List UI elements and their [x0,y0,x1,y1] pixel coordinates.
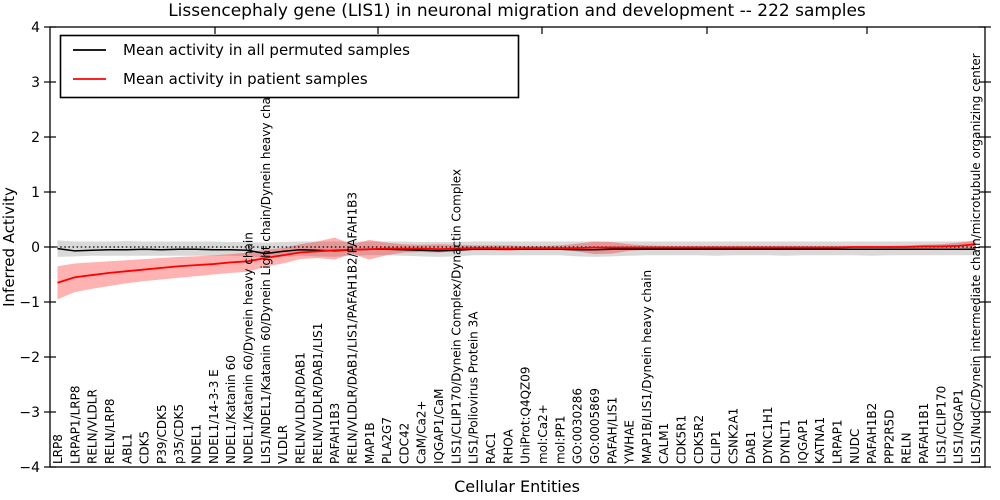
x-tick-label: CDC42 [397,423,411,464]
x-tick-label: IQGAP1 [796,419,810,464]
x-tick-label: mol:PP1 [553,415,567,464]
x-tick-label: LIS1/NudC/Dynein intermediate chain/micr… [969,53,983,464]
x-tick-label: NDEL1/14-3-3 E [207,369,221,464]
x-tick-label: CLIP1 [709,431,723,464]
x-tick-label: CALM1 [657,423,671,464]
x-tick-label: LIS1/IQGAP1 [952,389,966,464]
x-tick-label: P39/CDK5 [155,404,169,464]
legend: Mean activity in all permuted samples Me… [59,34,520,99]
x-tick-label: PLA2G7 [380,417,394,464]
x-tick-label: PAFAH1B1 [917,403,931,464]
x-tick-label: PAFAH/LIS1 [605,397,619,464]
x-tick-label: CaM/Ca2+ [415,400,429,464]
x-tick-label: CDK5R2 [692,415,706,464]
x-tick-label: DYNLT1 [778,419,792,464]
x-tick-label: LIS1/NDEL1/Katanin 60/Dynein Light chain… [259,86,273,464]
x-tick-label: CSNK2A1 [727,408,741,464]
x-tick-label: mol:Ca2+ [536,404,550,464]
x-tick-label: NDEL1 [190,424,204,464]
x-tick-label: PPP2R5D [882,409,896,464]
y-tick-labels-layer: 4 3 2 1 0 −1 −2 −3 −4 [19,20,40,476]
patient-mean-line [57,243,976,284]
axis-ticks-layer [44,26,991,468]
y-tick-label: −3 [19,405,40,421]
x-tick-label: p35/CDK5 [172,404,186,464]
legend-label-permuted: Mean activity in all permuted samples [123,41,410,59]
y-tick-label: −2 [19,350,40,366]
x-tick-label: LRP8 [51,434,65,464]
x-tick-label: DAB1 [744,431,758,464]
x-tick-label: YWHAE [623,420,637,465]
x-tick-label: VLDLR [276,425,290,464]
x-tick-label: RHOA [501,428,515,464]
y-tick-label: 4 [31,20,40,36]
x-tick-label: RAC1 [484,432,498,464]
x-tick-label: CDK5 [138,431,152,464]
x-tick-label: NUDC [848,429,862,464]
x-tick-label: LRPAP1/LRP8 [68,385,82,464]
y-axis-label: Inferred Activity [0,187,18,307]
x-tick-label: RELN/VLDLR [86,389,100,464]
y-tick-label: 2 [31,130,40,146]
x-tick-label: MAP1B [363,422,377,464]
x-tick-label: NDEL1/Katanin 60 [224,355,238,464]
legend-box [59,34,520,99]
x-tick-label: DYNC1H1 [761,406,775,464]
y-tick-label: −1 [19,295,40,311]
x-tick-label: LIS1/CLIP170 [934,386,948,464]
x-tick-label: IQGAP1/CaM [432,388,446,464]
patient-confidence-band [57,237,976,300]
x-tick-label: RELN [900,432,914,464]
x-axis-label: Cellular Entities [454,477,580,496]
x-tick-label: RELN/VLDLR/DAB1/LIS1 [311,323,325,464]
x-tick-label: LIS1/Poliovirus Protein 3A [467,311,481,464]
x-tick-label: UniProt:Q4QZ09 [519,366,533,464]
x-tick-label: RELN/VLDLR/DAB1/LIS1/PAFAH1B2/PAFAH1B3 [345,192,359,464]
chart-title: Lissencephaly gene (LIS1) in neuronal mi… [168,1,866,21]
y-tick-label: 3 [31,75,40,91]
x-tick-label: GO:0005869 [588,388,602,464]
y-tick-label: 0 [31,240,40,256]
x-tick-label: ABL1 [120,433,134,464]
x-tick-label: LRPAP1 [830,419,844,464]
x-tick-label: RELN/VLDLR/DAB1 [293,352,307,464]
x-tick-label: PAFAH1B2 [865,403,879,464]
x-tick-label: RELN/LRP8 [103,398,117,464]
series-lines-layer [57,243,976,284]
y-tick-label: 1 [31,185,40,201]
x-tick-label: MAP1B/LIS1/Dynein heavy chain [640,270,654,464]
x-tick-label: NDEL1/Katanin 60/Dynein heavy chain [242,232,256,464]
y-tick-label: −4 [19,460,40,476]
x-tick-label: LIS1/CLIP170/Dynein Complex/Dynactin Com… [449,169,463,464]
legend-label-patient: Mean activity in patient samples [123,70,368,88]
x-tick-label: GO:0030286 [571,388,585,464]
x-tick-label: KATNA1 [813,417,827,464]
x-tick-label: CDK5R1 [675,415,689,464]
x-tick-label: PAFAH1B3 [328,403,342,464]
